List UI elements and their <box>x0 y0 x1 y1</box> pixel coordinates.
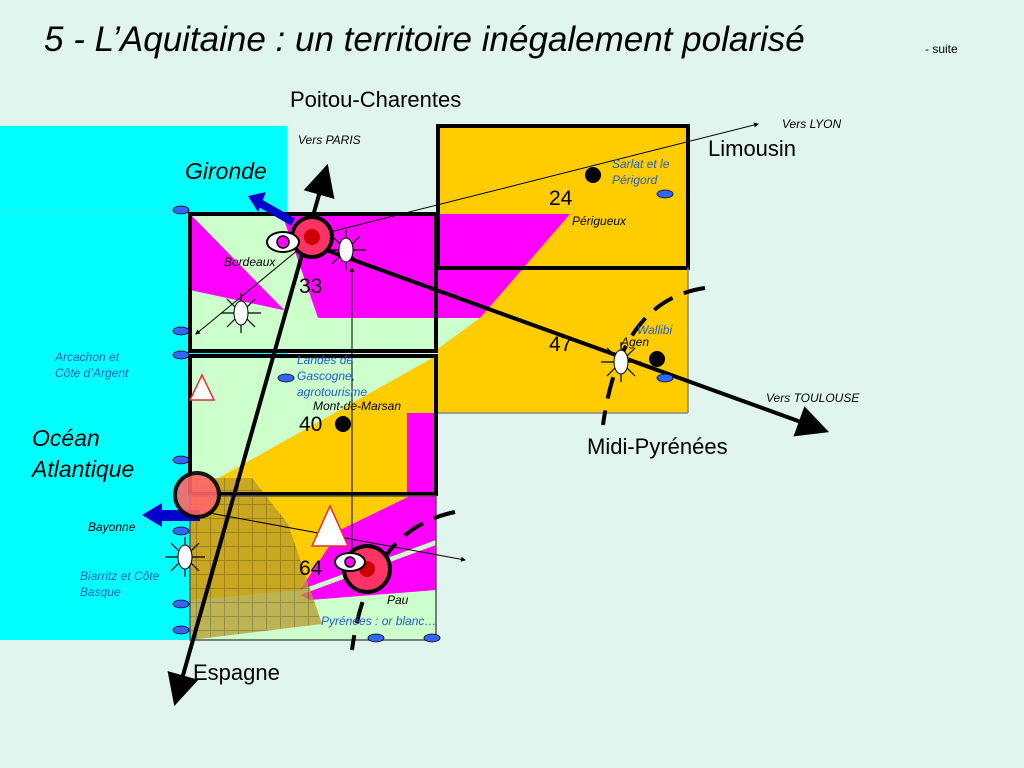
coastal-arrow-icon <box>142 503 200 527</box>
tourism-arcachon: Arcachon et Côte d’Argent <box>55 350 129 380</box>
department-number-33: 33 <box>299 275 323 298</box>
bordeaux-pole-icon <box>290 215 334 259</box>
region-espagne: Espagne <box>193 660 280 685</box>
sun-icon <box>601 342 641 382</box>
department-24-border <box>436 124 690 270</box>
city-perigueux: Périgueux <box>572 214 627 228</box>
sun-icon <box>326 230 366 270</box>
tourist-eye-icon <box>266 231 300 253</box>
ocean-atlantique-label: Océan Atlantique <box>32 425 135 482</box>
city-bayonne: Bayonne <box>88 520 136 534</box>
perigueux-dot-icon <box>585 167 601 183</box>
mont-de-marsan-dot-icon <box>335 416 351 432</box>
tourist-eye-icon <box>334 552 366 572</box>
direction-lyon: Vers LYON <box>782 117 842 131</box>
city-agen: Agen <box>621 335 650 349</box>
tourism-landes: Landes de Gascogne, agrotourisme <box>297 353 368 399</box>
page-subtitle: - suite <box>925 42 958 56</box>
department-number-64: 64 <box>299 557 323 580</box>
city-mont-de-marsan: Mont-de-Marsan <box>313 399 402 413</box>
tourism-biarritz: Biarritz et Côte Basque <box>80 569 160 599</box>
agen-dot-icon <box>649 351 665 367</box>
mountain-triangle-icon <box>310 504 350 547</box>
direction-toulouse: Vers TOULOUSE <box>766 391 860 405</box>
region-gironde: Gironde <box>185 158 267 184</box>
department-number-24: 24 <box>549 187 573 210</box>
tourism-wallibi: Wallibi <box>637 323 673 337</box>
region-midi-pyrenees: Midi-Pyrénées <box>587 434 728 459</box>
bordeaux-toulouse-axis <box>311 243 830 437</box>
paris-spain-axis <box>167 163 335 707</box>
green-wedge <box>436 318 480 350</box>
region-poitou-charentes: Poitou-Charentes <box>290 87 462 112</box>
direction-paris: Vers PARIS <box>298 133 361 147</box>
bayonne-pole-icon <box>173 471 221 519</box>
tourism-pyrenees: Pyrénées : or blanc… <box>321 614 437 628</box>
midi-pyrenees-border <box>601 286 706 426</box>
city-pau: Pau <box>387 593 409 607</box>
city-bordeaux: Bordeaux <box>224 255 276 269</box>
lyon-axis <box>329 122 759 233</box>
coastal-arrow-icon <box>248 192 295 226</box>
sun-icon <box>165 537 205 577</box>
beach-oval-icon <box>172 189 674 643</box>
department-number-47: 47 <box>549 333 573 356</box>
region-limousin: Limousin <box>708 136 797 161</box>
tourism-sarlat: Sarlat et le Périgord <box>612 157 670 187</box>
mountain-triangle-icon <box>188 373 216 401</box>
page-title: 5 - L’Aquitaine : un territoire inégalem… <box>44 20 805 59</box>
department-number-40: 40 <box>299 413 323 436</box>
sun-icon <box>221 293 261 333</box>
